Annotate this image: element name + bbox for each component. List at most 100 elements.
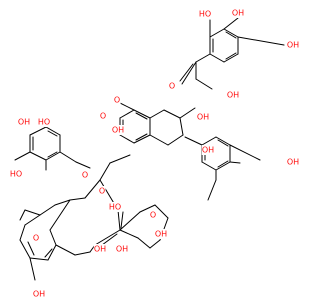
- bond-line: [19, 224, 26, 241]
- bond-line: [55, 244, 76, 256]
- atom-label-background: [286, 40, 300, 50]
- bond-line: [59, 151, 77, 163]
- bond-line: [44, 248, 53, 258]
- hydroxyl-group-label: OH: [197, 113, 209, 122]
- hydroxyl-group-label: OH: [112, 126, 124, 135]
- bond-line: [133, 109, 151, 119]
- bond-line: [49, 229, 57, 246]
- oxygen-atom-label: O: [33, 234, 39, 243]
- bond-line: [45, 126, 61, 136]
- atom-label-background: [9, 169, 23, 179]
- bond-line: [74, 251, 91, 256]
- bond-line: [179, 117, 184, 136]
- atom-label-background: [32, 289, 46, 299]
- bond-line: [217, 139, 229, 147]
- bond-layer: [14, 17, 285, 281]
- atom-label-background: [168, 81, 176, 91]
- bond-line: [179, 63, 194, 82]
- bond-line: [24, 214, 41, 226]
- bond-line: [117, 209, 121, 231]
- bond-line: [117, 101, 135, 111]
- atom-label-background: [37, 117, 51, 127]
- bond-line: [223, 28, 239, 38]
- hydroxyl-group-label: HO: [10, 170, 22, 179]
- hydroxyl-group-label: HO: [199, 10, 211, 19]
- bond-line: [69, 197, 86, 201]
- oxygen-atom-label: O: [150, 211, 156, 220]
- bond-line: [133, 134, 151, 144]
- bond-line: [225, 52, 237, 60]
- bond-line: [139, 204, 156, 213]
- hydroxyl-group-label: OH: [116, 245, 128, 254]
- bond-line: [154, 204, 169, 219]
- bond-line: [19, 209, 26, 221]
- bond-line: [215, 136, 231, 146]
- bond-line: [217, 160, 229, 168]
- bond-line: [47, 151, 58, 158]
- oxygen-atom-label: O: [169, 82, 175, 91]
- bond-line: [135, 133, 148, 141]
- atom-label-background: [201, 145, 215, 155]
- atom-label-background: [113, 95, 121, 105]
- bond-line: [24, 209, 41, 216]
- hydroxyl-group-label: OH: [287, 158, 299, 167]
- hydroxyl-group-label: OH: [18, 118, 30, 127]
- bond-line: [119, 211, 141, 231]
- bond-line: [137, 237, 151, 249]
- atom-label-background: [154, 229, 168, 239]
- bond-line: [27, 241, 35, 256]
- atom-label-background: [198, 9, 212, 19]
- bond-line: [109, 154, 131, 164]
- bond-line: [120, 211, 124, 229]
- atom-label-background: [93, 244, 107, 254]
- hydroxyl-group-label: OH: [232, 9, 244, 18]
- atom-label-background: [17, 117, 31, 127]
- bond-line: [29, 126, 47, 136]
- bond-line: [47, 244, 57, 261]
- bond-line: [99, 162, 111, 181]
- hydroxyl-group-label: OH: [33, 290, 45, 299]
- bond-line: [209, 28, 225, 38]
- bond-line: [119, 109, 135, 119]
- bond-line: [135, 112, 148, 120]
- oxygen-atom-label: O: [82, 171, 88, 180]
- bond-line: [29, 257, 49, 261]
- bond-line: [201, 161, 217, 171]
- bond-line: [179, 107, 196, 119]
- bond-line: [207, 179, 217, 201]
- atom-label-background: [115, 244, 129, 254]
- bond-line: [29, 257, 36, 281]
- bond-line: [225, 31, 237, 39]
- bond-line: [75, 161, 91, 169]
- bond-line: [215, 161, 231, 171]
- bond-line: [94, 229, 121, 246]
- bond-line: [54, 199, 71, 206]
- bond-line: [119, 134, 135, 144]
- bond-line: [181, 61, 197, 85]
- bond-line: [223, 53, 239, 63]
- atom-label-background: [149, 210, 157, 220]
- hydroxyl-group-label: HO: [38, 118, 50, 127]
- oxygen-atom-label: O: [100, 112, 106, 121]
- bond-line: [29, 151, 47, 161]
- bond-line: [47, 130, 58, 137]
- atom-label-background: [111, 125, 125, 135]
- bond-line: [19, 239, 31, 259]
- hydroxyl-group-label: HO: [109, 203, 121, 212]
- atom-label-background: [98, 186, 106, 196]
- bond-line: [39, 204, 56, 216]
- bond-line: [163, 109, 181, 119]
- atom-label-background: [32, 233, 40, 243]
- bond-line: [229, 144, 261, 161]
- atom-label-background: [196, 112, 210, 122]
- bond-line: [195, 78, 213, 90]
- atom-label-background: [286, 157, 300, 167]
- oxygen-atom-label: O: [114, 96, 120, 105]
- bond-line: [184, 136, 203, 146]
- bond-line: [201, 136, 217, 146]
- atom-label-background: [81, 170, 89, 180]
- bond-line: [223, 17, 239, 30]
- bond-line: [149, 134, 169, 146]
